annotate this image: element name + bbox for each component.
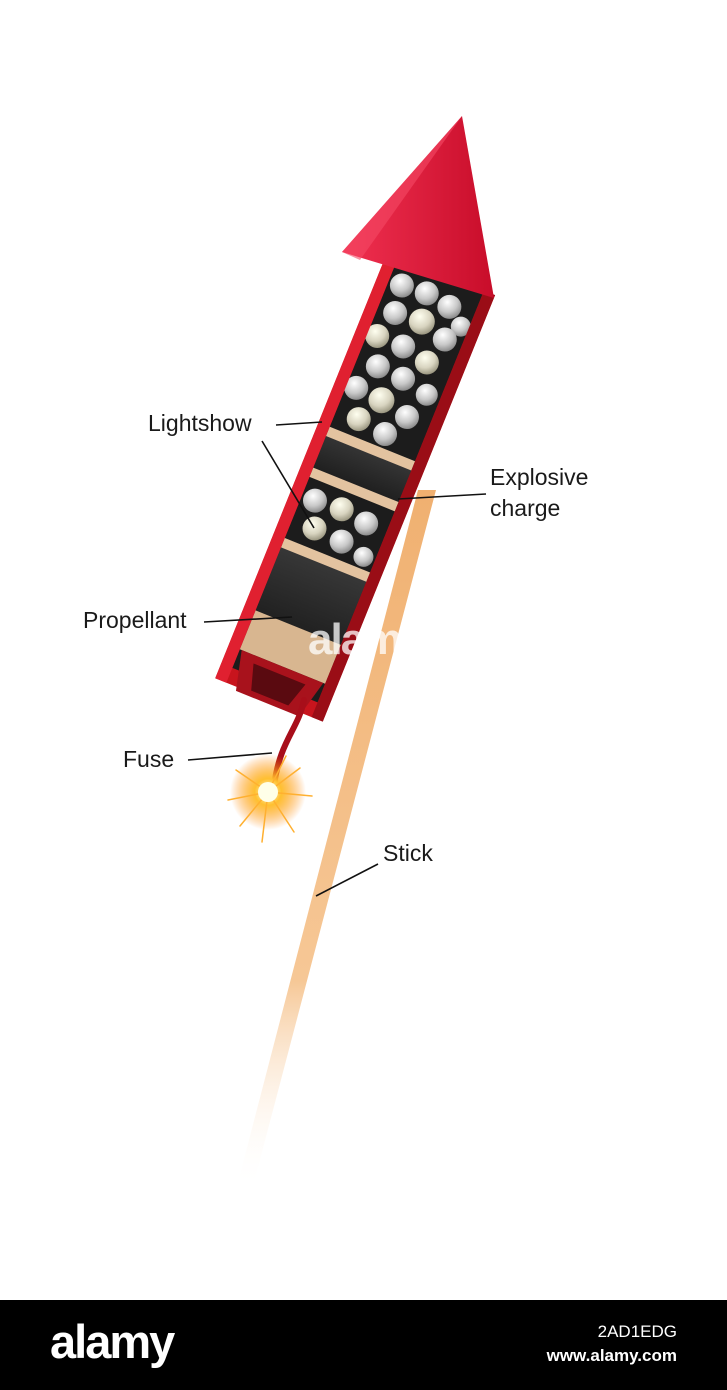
label-fuse: Fuse <box>123 746 175 772</box>
footer-logo: alamy <box>50 1315 175 1368</box>
fuse-spark <box>227 754 313 843</box>
label-propellant: Propellant <box>83 607 187 633</box>
footer-image-id: 2AD1EDG <box>597 1322 677 1341</box>
stick <box>236 490 436 1190</box>
footer-url[interactable]: www.alamy.com <box>546 1346 677 1365</box>
lightshow-stars-lower <box>302 488 379 567</box>
explosive-charge <box>309 426 416 512</box>
label-stick: Stick <box>383 840 433 866</box>
label-lightshow: Lightshow <box>148 410 252 436</box>
nose-cone <box>342 116 494 298</box>
label-explosive-line1: Explosive <box>490 464 589 490</box>
watermark: alamy <box>308 615 425 664</box>
label-explosive-line2: charge <box>490 495 561 521</box>
footer-bar: alamy 2AD1EDG www.alamy.com <box>0 1300 727 1390</box>
propellant <box>239 538 371 684</box>
rocket-illustration <box>187 116 496 1190</box>
leader-lines <box>187 421 487 897</box>
lightshow-stars-upper <box>344 273 471 447</box>
rocket-diagram: Lightshow Explosive charge Propellant Fu… <box>83 116 589 1190</box>
